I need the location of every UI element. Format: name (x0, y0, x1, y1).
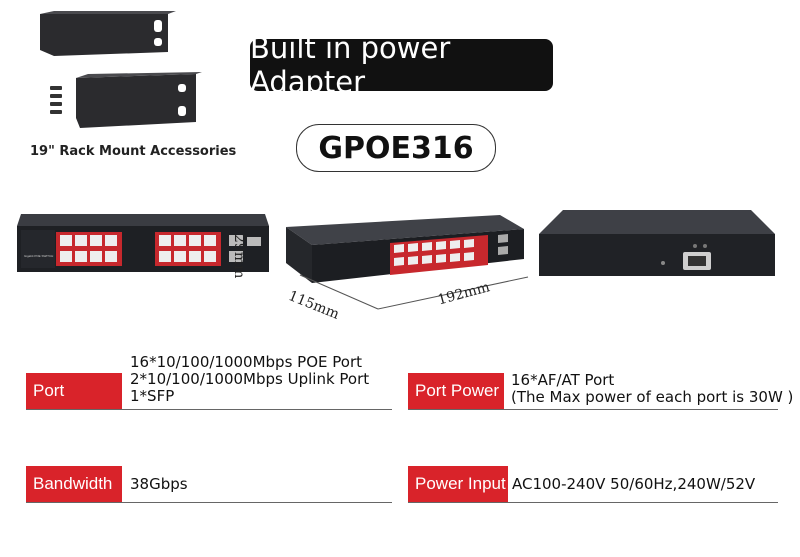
model-name-badge: GPOE316 (296, 124, 496, 172)
spec-value-port: 16*10/100/1000Mbps POE Port 2*10/100/100… (130, 354, 369, 405)
switch-front-label: Gigabit POE SWITCH (24, 254, 54, 258)
spec-label-port: Port (26, 373, 122, 409)
spec-value-bandwidth: 38Gbps (130, 475, 188, 493)
spec-port-line-3: 1*SFP (130, 387, 175, 405)
spec-divider-power-input (408, 502, 778, 503)
spec-port-power-line-1: 16*AF/AT Port (511, 371, 615, 389)
rack-mount-brackets-image (40, 11, 202, 128)
spec-port-power-line-2: (The Max power of each port is 30W ) (511, 388, 794, 406)
spec-value-port-power: 16*AF/AT Port (The Max power of each por… (511, 372, 793, 406)
spec-divider-bandwidth (26, 502, 392, 503)
spec-label-port-power: Port Power (408, 373, 504, 409)
switch-front-view-image (17, 214, 269, 272)
spec-label-power-input: Power Input (408, 466, 508, 502)
switch-rear-view-image (539, 210, 775, 276)
switch-angled-view-image (286, 215, 529, 310)
spec-port-line-1: 16*10/100/1000Mbps POE Port (130, 353, 362, 371)
height-dimension: 29mm (231, 234, 247, 279)
power-adapter-banner: Built in power Adapter (250, 31, 553, 99)
spec-divider-port (26, 409, 392, 410)
spec-value-power-input: AC100-240V 50/60Hz,240W/52V (512, 475, 756, 493)
spec-divider-port-power (408, 409, 778, 410)
spec-label-bandwidth: Bandwidth (26, 466, 122, 502)
rack-mount-caption: 19" Rack Mount Accessories (30, 144, 237, 159)
spec-port-line-2: 2*10/100/1000Mbps Uplink Port (130, 370, 370, 388)
